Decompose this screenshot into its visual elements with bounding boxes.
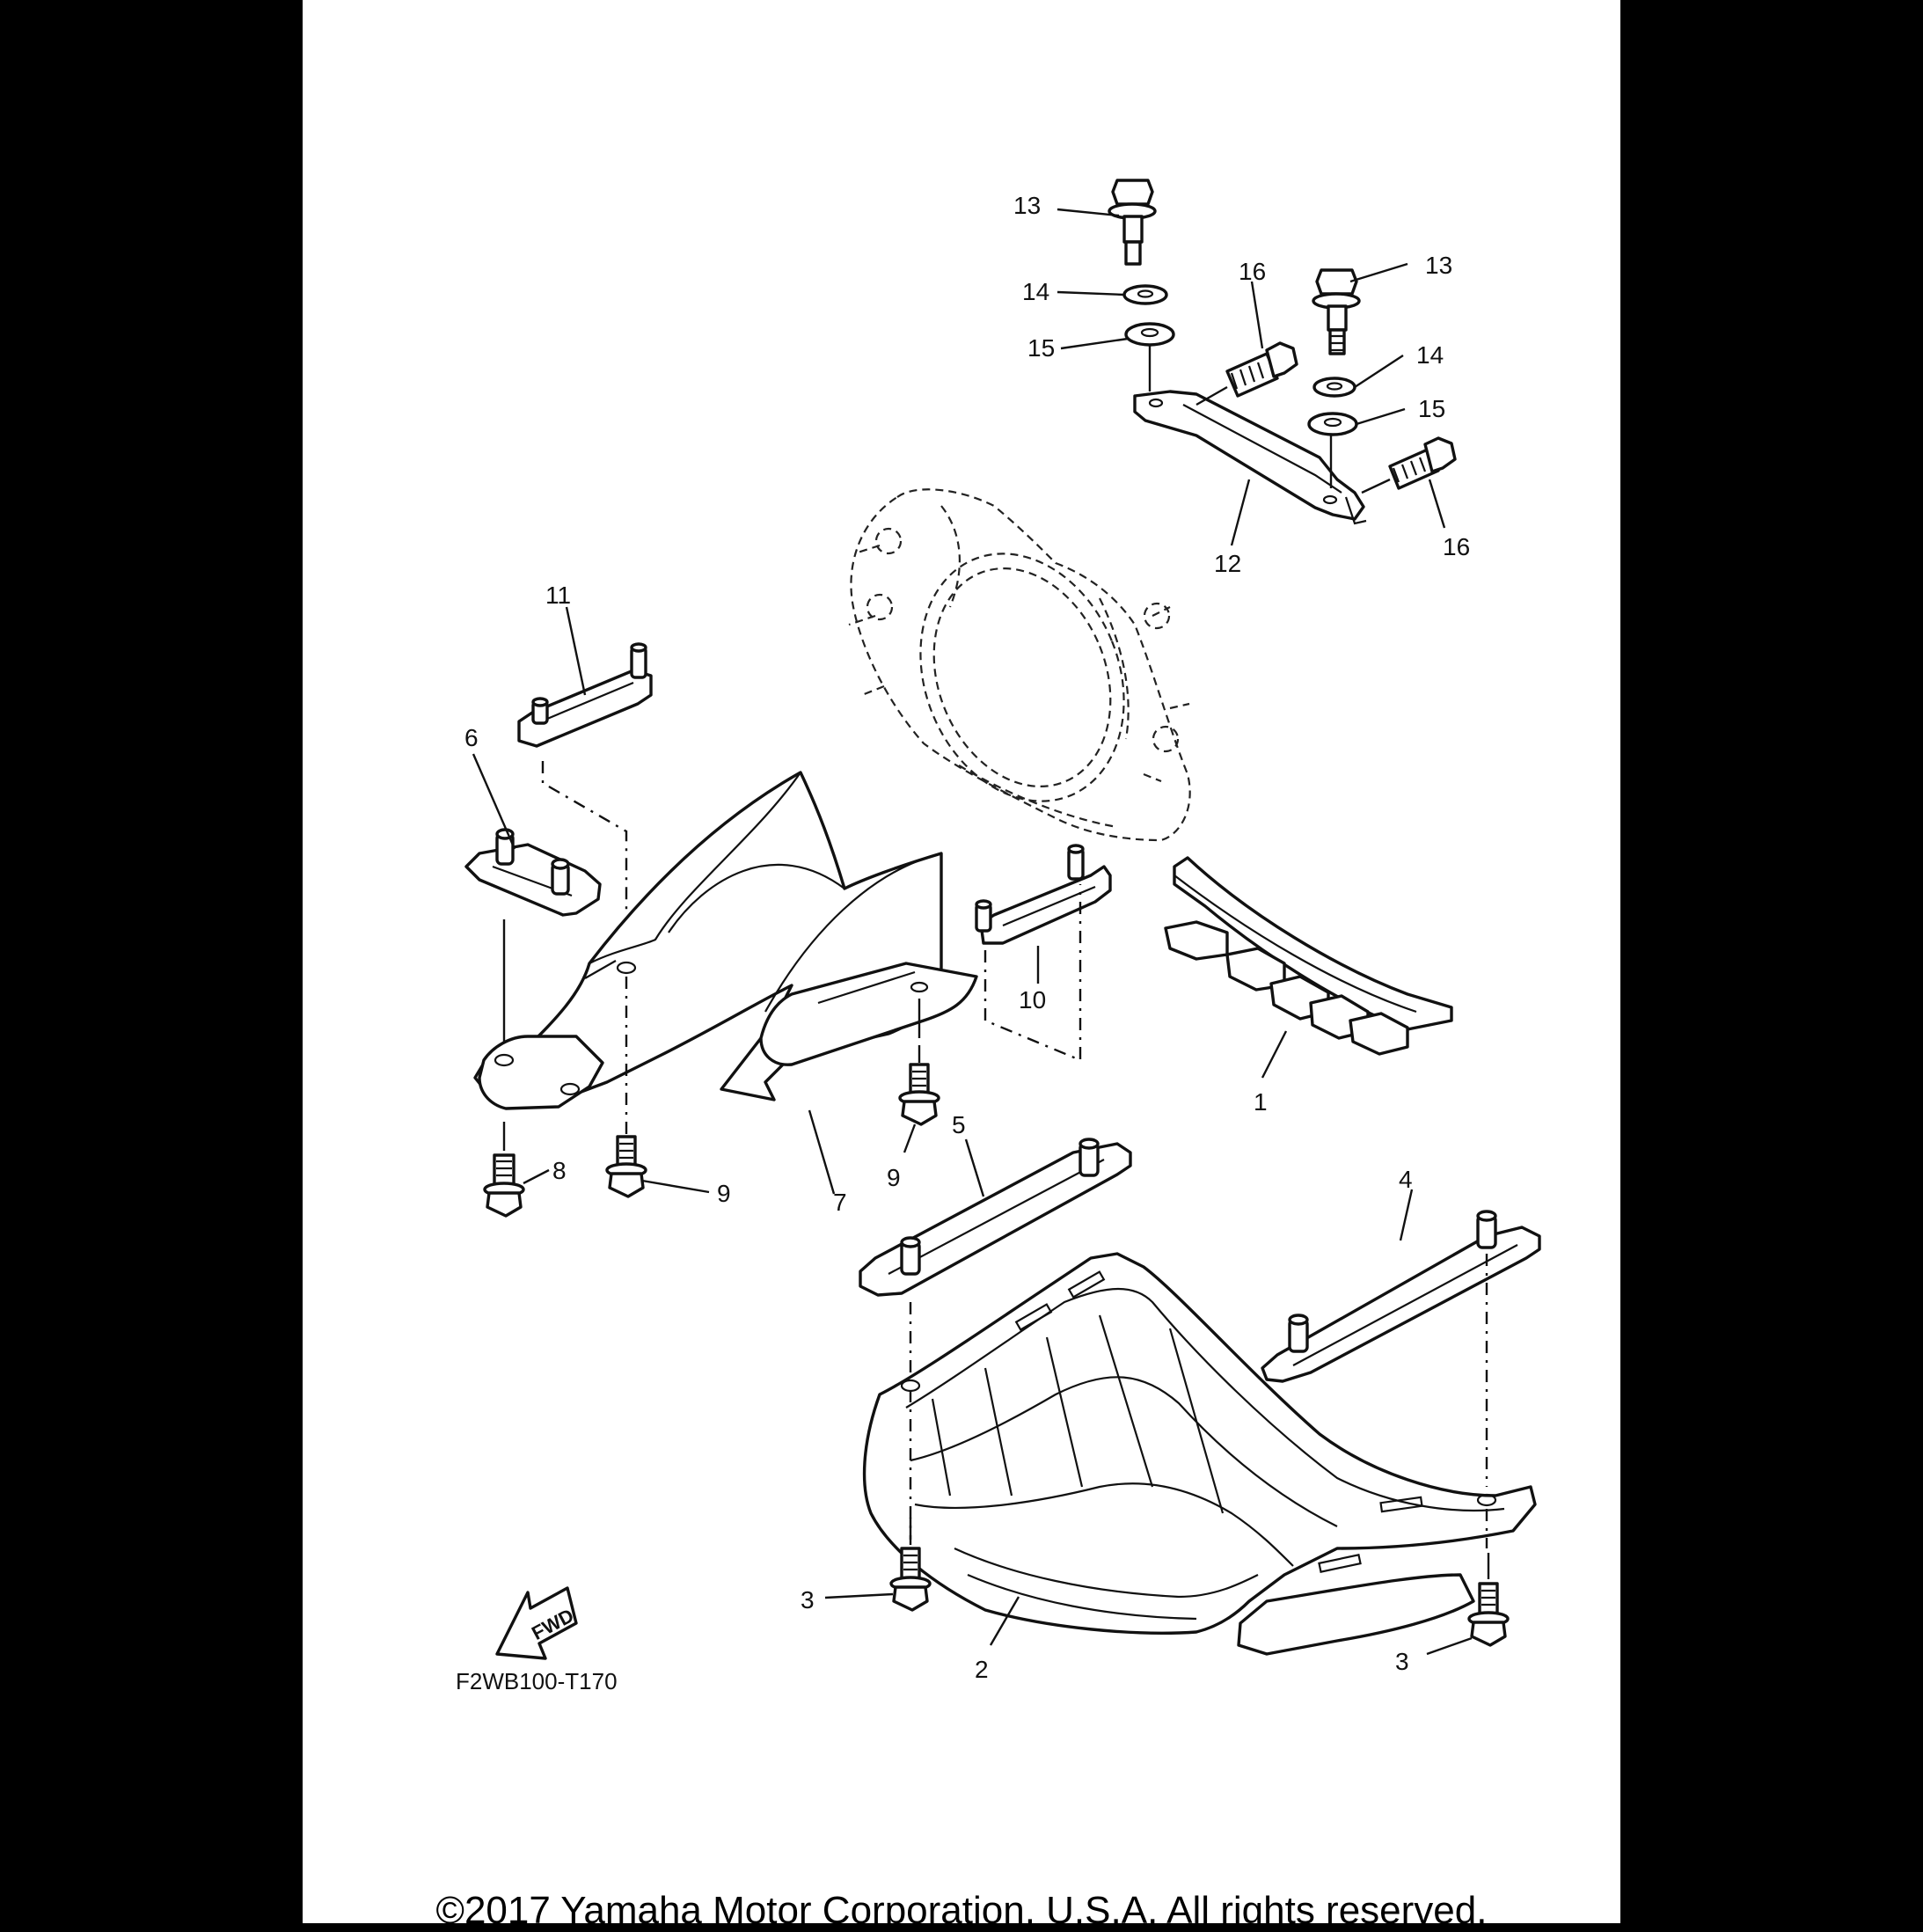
part-14-washer-right — [1312, 377, 1356, 398]
callout-labels: 13 14 15 16 13 14 15 16 12 11 6 10 1 4 5… — [464, 192, 1470, 1683]
callout-8: 8 — [552, 1157, 567, 1184]
callout-6: 6 — [464, 724, 479, 751]
callout-11: 11 — [545, 582, 571, 609]
callout-15-left: 15 — [1027, 334, 1055, 362]
pump-housing-phantom — [848, 488, 1191, 842]
part-8-bolt — [483, 1153, 525, 1218]
part-3-bolt-left — [889, 1547, 932, 1612]
diagram-code: F2WB100-T170 — [456, 1668, 618, 1694]
part-15-washer-left — [1124, 322, 1175, 347]
part-10-mount — [975, 844, 1112, 945]
callout-14-left: 14 — [1022, 278, 1049, 305]
part-6-mount — [464, 828, 602, 917]
leader-lines — [472, 208, 1473, 1656]
part-16-bolt-lower — [1388, 436, 1457, 490]
part-13-bolt-right — [1312, 268, 1361, 355]
part-1-pad — [1164, 856, 1453, 1056]
part-14-washer-left — [1122, 284, 1168, 305]
copyright-notice: ©2017 Yamaha Motor Corporation, U.S.A. A… — [435, 1889, 1488, 1932]
callout-16-upper: 16 — [1239, 258, 1266, 285]
part-15-washer-right — [1307, 412, 1358, 436]
part-7-intake-duct — [473, 771, 978, 1110]
callout-3-right: 3 — [1395, 1648, 1409, 1675]
callout-3-left: 3 — [801, 1586, 815, 1614]
callout-5: 5 — [952, 1111, 966, 1138]
callout-1: 1 — [1254, 1088, 1268, 1116]
callout-9-left: 9 — [717, 1180, 731, 1207]
callout-2: 2 — [975, 1656, 989, 1683]
part-2-intake-grate — [862, 1252, 1537, 1656]
callout-12: 12 — [1214, 550, 1241, 577]
callout-14-right: 14 — [1416, 341, 1444, 369]
part-11-mount — [517, 642, 653, 748]
callout-9-center: 9 — [887, 1164, 901, 1191]
part-16-bolt-upper — [1225, 341, 1298, 398]
callout-4: 4 — [1399, 1166, 1413, 1193]
part-5-mount — [859, 1138, 1132, 1297]
part-9-bolt-left — [605, 1135, 647, 1198]
callout-7: 7 — [833, 1189, 847, 1216]
fwd-arrow-icon: FWD — [495, 1586, 578, 1660]
callout-13-left: 13 — [1013, 192, 1041, 219]
callout-13-right: 13 — [1425, 252, 1452, 279]
callout-15-right: 15 — [1418, 395, 1445, 422]
part-9-bolt-center — [898, 1063, 940, 1126]
part-4-mount — [1261, 1210, 1541, 1383]
callout-10: 10 — [1019, 986, 1046, 1014]
part-12-bracket — [1133, 390, 1367, 525]
callout-16-lower: 16 — [1443, 533, 1470, 560]
part-3-bolt-right — [1467, 1582, 1510, 1647]
part-13-bolt-left — [1108, 179, 1157, 266]
